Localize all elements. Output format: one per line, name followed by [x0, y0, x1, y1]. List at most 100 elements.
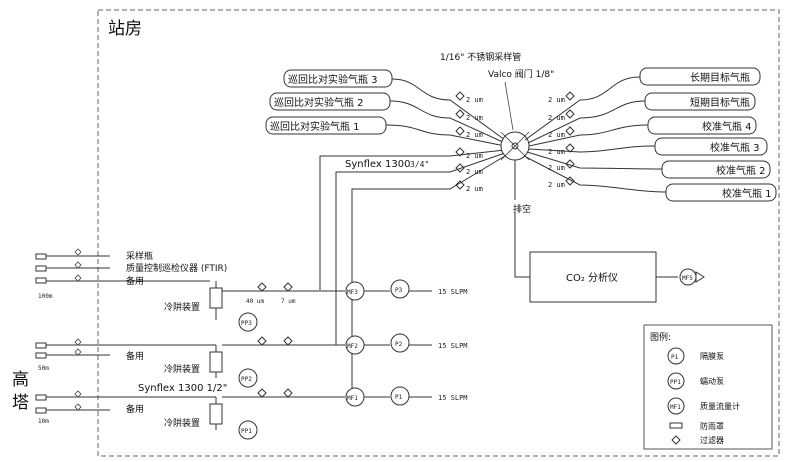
legend: 图例: P1 隔膜泵 PP1 蠕动泵 MF1 质量流量计 防雨罩 过滤器	[643, 324, 773, 450]
left-cylinders: 巡回比对实验气瓶 3 巡回比对实验气瓶 2 巡回比对实验气瓶 1	[265, 69, 393, 135]
inlet-label: 备用	[126, 275, 144, 287]
rain-cap-icon	[35, 277, 47, 284]
filter-2um-label: 2 um	[466, 168, 483, 176]
p-label: P3	[395, 287, 403, 294]
filter-2um-label: 2 um	[466, 185, 483, 193]
rain-cap-icon	[35, 342, 47, 349]
peristaltic-pump-legend-icon	[667, 372, 685, 390]
right-cyl-line-6	[523, 155, 667, 193]
filter-icon	[455, 126, 465, 136]
right-cyl-line-3	[528, 124, 649, 147]
filter-icon	[565, 91, 575, 101]
legend-item: 过滤器	[700, 435, 724, 445]
left-cylinder-2-label: 巡回比对实验气瓶 2	[274, 96, 364, 109]
filter-2um-label: 2 um	[548, 164, 565, 172]
vent-label: 排空	[513, 203, 531, 215]
station-boundary	[97, 9, 780, 457]
right-cylinder-3-label: 校准气瓶 4	[702, 120, 752, 133]
filter-2um-label: 2 um	[466, 114, 483, 122]
filter-icon	[283, 336, 293, 346]
valve-center	[511, 142, 519, 150]
legend-item: 防雨罩	[700, 421, 724, 431]
inlet-label: 采样瓶	[126, 250, 153, 262]
rain-cap-icon	[35, 407, 47, 414]
rain-cap-icon	[35, 265, 47, 272]
filter-2um-label: 2 um	[548, 96, 565, 104]
filter-2um-label: 2 um	[548, 131, 565, 139]
filter-icon	[283, 282, 293, 292]
height-label: 100m	[38, 293, 53, 300]
height-label: 10m	[38, 418, 49, 425]
filter-2um-label: 2 um	[466, 131, 483, 139]
filter-icon	[455, 91, 465, 101]
cold-trap-icon	[209, 403, 223, 425]
pp-label: PP1	[241, 428, 252, 435]
rain-cap-icon	[35, 394, 47, 401]
cold-trap-label: 冷阱装置	[164, 363, 200, 375]
legend-item: 质量流量计	[700, 401, 740, 411]
filter-7um-label: 7 um	[281, 298, 296, 305]
filter-icon	[565, 159, 575, 169]
pp-label: PP3	[241, 320, 252, 327]
right-cylinder-5-label: 校准气瓶 2	[716, 164, 766, 177]
right-cyl-line-4	[528, 145, 656, 153]
right-cylinder-4-label: 校准气瓶 3	[710, 141, 760, 154]
synflex-34-size: 3/4"	[410, 160, 429, 169]
legend-symbol: P1	[671, 354, 679, 361]
rain-cap-icon	[35, 352, 47, 359]
filter-icon	[455, 180, 465, 190]
processing-row-1: 冷阱装置 PP1 MF1 P1 15 SLPM	[164, 386, 468, 440]
diaphragm-pump-icon	[390, 333, 410, 353]
inlet-filter-icon	[74, 338, 82, 346]
right-cylinders: 长期目标气瓶 短期目标气瓶 校准气瓶 4 校准气瓶 3 校准气瓶 2 校准气瓶 …	[639, 67, 777, 202]
filter-icon	[565, 109, 575, 119]
peristaltic-pump-icon	[238, 420, 258, 440]
filter-icon	[565, 143, 575, 153]
inlet-filter-icon	[74, 403, 82, 411]
tower-label-1: 高	[12, 370, 29, 390]
filter-icon	[565, 126, 575, 136]
tower-label-2: 塔	[12, 393, 29, 413]
legend-box	[643, 324, 773, 450]
processing-row-3: 冷阱装置 PP3 40 um 7 um MF3 P3 15 SLPM	[164, 279, 468, 332]
filter-icon	[565, 176, 575, 186]
inlets-100m: 采样瓶 质量控制巡检仪器 (FTIR) 备用 100m	[35, 248, 227, 300]
legend-title: 图例:	[650, 331, 671, 343]
inlet-filter-icon	[74, 348, 82, 356]
mf5-arrow-icon	[695, 271, 705, 283]
p-label: P2	[395, 341, 403, 348]
top-pipe-label: 1/16" 不锈钢采样管	[440, 51, 521, 63]
cold-trap-icon	[209, 287, 223, 309]
inlet-filter-icon	[74, 261, 82, 269]
flow-label: 15 SLPM	[438, 342, 468, 350]
inlet-filter-icon	[74, 248, 82, 256]
flowmeter-legend-icon	[667, 397, 685, 415]
peristaltic-pump-icon	[238, 312, 258, 332]
flow-label: 15 SLPM	[438, 394, 468, 402]
pp-label: PP2	[241, 376, 252, 383]
processing-row-2: 冷阱装置 PP2 MF2 P2 15 SLPM	[164, 333, 468, 388]
peristaltic-pump-icon	[238, 368, 258, 388]
synflex-34-label: Synflex 1300	[345, 159, 410, 170]
filter-icon	[455, 163, 465, 173]
left-cyl-2-line	[389, 100, 506, 144]
left-cyl-1-line	[385, 124, 506, 147]
filter-2um-label: 2 um	[548, 181, 565, 189]
right-cylinder-1-label: 长期目标气瓶	[690, 71, 750, 84]
inlets-10m: 备用 10m Synflex 1300 1/2"	[35, 383, 227, 425]
mf-label: MF2	[347, 343, 358, 350]
inlet-filter-icon	[74, 274, 82, 282]
valve-label: Valco 阀门 1/8"	[488, 68, 554, 80]
mf-label: MF1	[347, 395, 358, 402]
left-cylinder-3-label: 巡回比对实验气瓶 3	[288, 73, 378, 86]
legend-item: 蠕动泵	[700, 376, 724, 386]
right-filters: 2 um 2 um 2 um 2 um 2 um 2 um	[548, 91, 575, 189]
filter-icon	[257, 282, 267, 292]
rain-cap-icon	[35, 253, 47, 260]
filter-icon	[455, 147, 465, 157]
co2-analyzer-label: CO₂ 分析仪	[566, 271, 618, 284]
mf5-label: MF5	[682, 275, 693, 282]
synflex-12-label: Synflex 1300 1/2"	[138, 383, 227, 394]
diaphragm-pump-legend-icon	[667, 347, 685, 365]
